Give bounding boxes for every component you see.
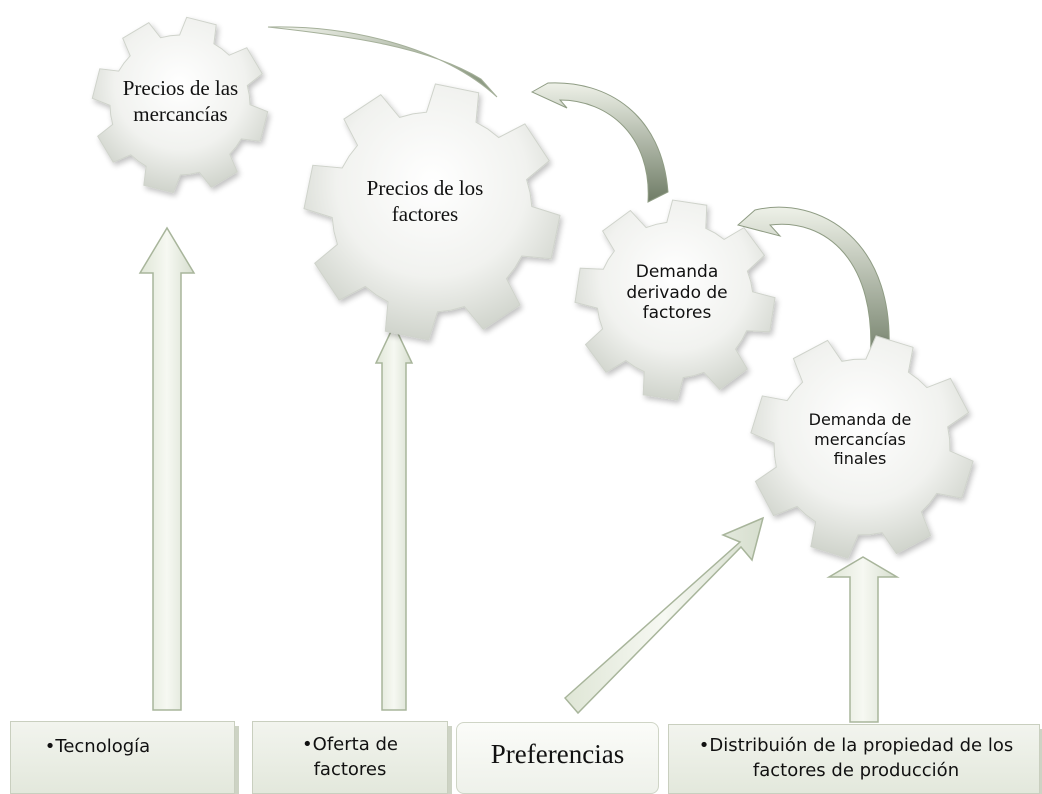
gear-label-precios-mercancias: Precios de las mercancías (122, 76, 239, 126)
box-preferencias: Preferencias (456, 722, 659, 794)
gear-label-demanda-derivada: Demanda derivado de factores (626, 262, 728, 324)
arrow-tecnologia (138, 226, 196, 711)
box-preferencias-label: Preferencias (490, 739, 625, 769)
gear-demanda-derivada-icon (574, 199, 776, 401)
gear-demanda-finales-icon (750, 335, 974, 559)
gear-precios-mercancias-icon (91, 16, 269, 194)
gear-precios-factores-icon (303, 83, 561, 341)
box-distribucion-label: •Distribuión de la propiedad de los fact… (698, 735, 1014, 782)
curved-arrow-right-lower (736, 206, 890, 365)
arrow-preferencias (563, 516, 765, 715)
gear-label-precios-factores: Precios de los factores (366, 176, 484, 226)
gear-label-demanda-finales: Demanda de mercancías finales (808, 410, 912, 469)
box-tecnologia: •Tecnología (10, 721, 235, 794)
box-oferta-label: •Oferta de factores (302, 734, 398, 781)
box-tecnologia-label: •Tecnología (44, 736, 151, 757)
arrow-distribucion (826, 556, 900, 723)
box-oferta-factores: •Oferta de factores (252, 721, 448, 794)
box-distribucion: •Distribuión de la propiedad de los fact… (668, 724, 1040, 794)
curved-arrow-top (267, 26, 498, 98)
arrow-oferta (374, 323, 414, 711)
curved-arrow-right-upper (530, 82, 669, 203)
